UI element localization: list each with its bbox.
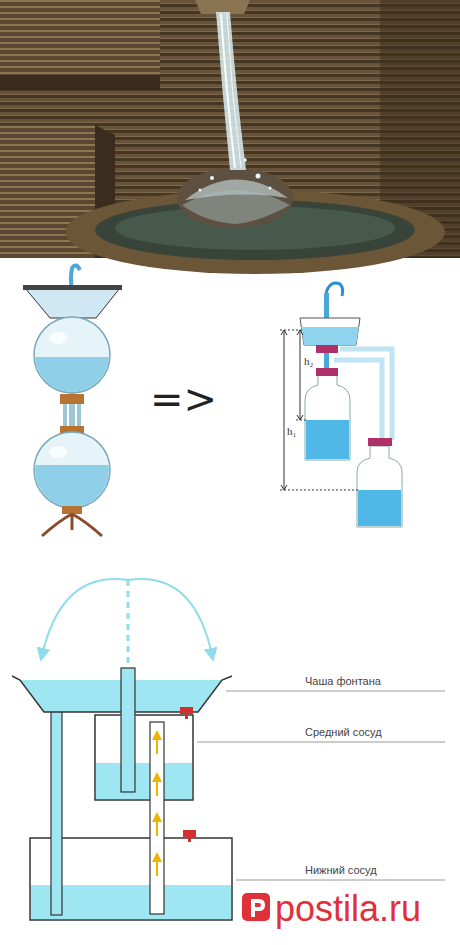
heron-illustration-part <box>72 514 102 536</box>
watermark: postila.ru <box>275 888 421 929</box>
fountain-scheme-part <box>96 763 192 799</box>
fountain-scheme-part <box>121 668 135 792</box>
heron-illustration-part <box>30 357 120 397</box>
heron-illustration-part <box>25 288 120 318</box>
fountain-scheme-part <box>42 579 128 655</box>
bottle-schematic-part <box>368 438 392 446</box>
fountain-photo-part <box>195 0 250 14</box>
fountain-scheme-part <box>51 700 62 915</box>
bottle-schematic-part <box>326 283 343 296</box>
part-label: Нижний сосуд <box>305 864 377 877</box>
fountain-scheme-part <box>185 714 188 719</box>
bottle-schematic-part <box>300 330 301 420</box>
fountain-scheme-part <box>152 730 162 740</box>
watermark-logo-part <box>242 893 270 921</box>
bottle-schematic-part <box>358 490 401 526</box>
fountain-scheme-part <box>152 730 162 876</box>
heron-illustration-part <box>49 446 67 458</box>
heron-illustration-part <box>23 285 122 290</box>
bottle-schematic-part <box>281 330 287 490</box>
fountain-scheme-part <box>156 782 158 796</box>
bottle-schematic-part <box>357 446 402 527</box>
fountain-photo-part <box>199 189 202 192</box>
bottle-schematic-part <box>297 330 303 420</box>
fountain-scheme-part <box>152 852 162 862</box>
bottle-schematic-part <box>284 330 285 490</box>
bottle-schematic <box>280 283 402 527</box>
heron-illustration-part <box>60 394 84 404</box>
fountain-scheme-part <box>156 822 158 836</box>
fountain-photo-part <box>256 174 261 179</box>
fountain-scheme-part <box>197 742 445 743</box>
fountain-scheme-part <box>188 837 191 842</box>
bottle-schematic-part <box>305 372 350 460</box>
fountain-photo <box>0 0 460 274</box>
fountain-photo-part <box>65 190 445 274</box>
bottle-schematic-part <box>301 327 359 345</box>
fountain-scheme-part <box>156 740 158 754</box>
part-label: Чаша фонтана <box>305 675 381 688</box>
dimension-label: h₁ <box>287 425 296 438</box>
heron-illustration-part <box>71 514 74 530</box>
fountain-scheme-part <box>128 579 212 655</box>
fountain-scheme-part <box>236 880 445 881</box>
heron-illustration-part <box>77 404 81 426</box>
fountain-scheme-part <box>127 580 130 670</box>
fountain-photo-part <box>0 75 160 90</box>
fountain-photo-part <box>0 0 160 75</box>
fountain-photo-part <box>227 14 241 168</box>
fountain-scheme-part <box>152 772 162 782</box>
fountain-scheme-part <box>152 812 162 822</box>
bottle-schematic-part <box>316 345 338 353</box>
watermark-logo <box>242 893 270 921</box>
fountain-photo-part <box>210 176 214 180</box>
watermark-logo-part <box>251 899 265 917</box>
heron-illustration-part <box>30 465 120 515</box>
fountain-scheme-part <box>156 862 158 876</box>
bottle-schematic-part <box>296 420 306 421</box>
implication-arrow: => <box>150 376 217 422</box>
heron-illustration-part <box>63 404 67 426</box>
fountain-photo-part <box>177 168 293 228</box>
heron-illustration-part <box>62 506 82 514</box>
heron-illustration-part <box>42 514 72 536</box>
bottle-schematic-part <box>300 318 360 345</box>
fountain-photo-part <box>269 187 272 190</box>
fountain-photo-part <box>243 158 247 162</box>
fountain-scheme-part <box>150 722 164 914</box>
part-label: Средний сосуд <box>305 726 382 739</box>
bottle-schematic-part <box>280 490 358 491</box>
fountain-scheme <box>12 579 445 920</box>
fountain-photo-part <box>182 190 290 224</box>
dimension-label: h₂ <box>304 355 313 368</box>
fountain-scheme-part <box>95 715 193 800</box>
bottle-schematic-part <box>316 368 338 376</box>
bottle-schematic-part <box>306 420 349 459</box>
fountain-photo-part <box>216 12 246 170</box>
heron-illustration <box>23 265 122 536</box>
fountain-scheme-part <box>183 830 196 837</box>
fountain-scheme-part <box>226 691 445 692</box>
heron-illustration-part <box>49 332 67 344</box>
fountain-scheme-part <box>180 707 193 714</box>
